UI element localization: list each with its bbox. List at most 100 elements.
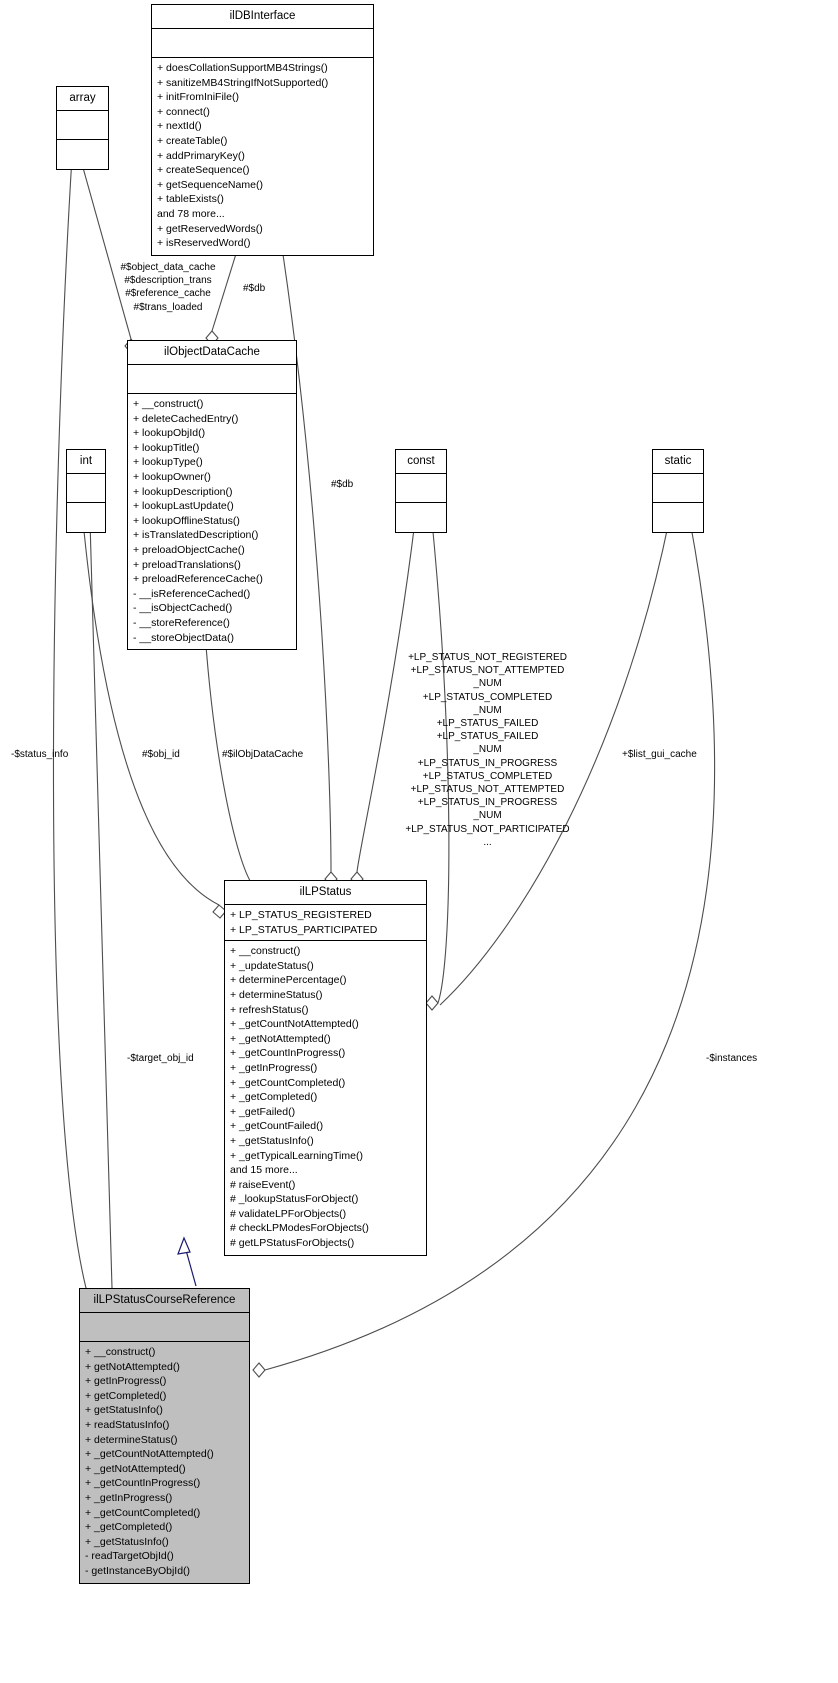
- operation-row: and 78 more...: [157, 207, 225, 220]
- class-operations: + __construct() + deleteCachedEntry() + …: [128, 394, 296, 649]
- operation-row: + _getCountCompleted(): [85, 1506, 201, 1519]
- edge-label-status-info: -$status_info: [11, 749, 69, 760]
- class-operations: + __construct() + _updateStatus() + dete…: [225, 941, 426, 1254]
- operation-row: + __construct(): [230, 945, 301, 958]
- class-attributes: [152, 29, 373, 58]
- operation-row: + determineStatus(): [85, 1433, 178, 1446]
- class-operations: + __construct() + getNotAttempted() + ge…: [80, 1342, 249, 1583]
- operation-row: + _getCompleted(): [230, 1091, 318, 1104]
- operation-row: + preloadObjectCache(): [133, 543, 245, 556]
- operation-row: + _getTypicalLearningTime(): [230, 1149, 363, 1162]
- edge-label-il-obj-data-cache: #$ilObjDataCache: [222, 749, 304, 760]
- operation-row: + getSequenceName(): [157, 178, 263, 191]
- operation-row: + __construct(): [133, 398, 204, 410]
- class-operations: + doesCollationSupportMB4Strings() + san…: [152, 58, 373, 255]
- class-title: ilDBInterface: [152, 5, 373, 29]
- operation-row: + readStatusInfo(): [85, 1418, 170, 1431]
- class-title: ilLPStatus: [225, 881, 426, 905]
- class-box-int[interactable]: int: [66, 449, 106, 533]
- edge-label-obj-id: #$obj_id: [142, 749, 180, 760]
- attribute-row: + LP_STATUS_PARTICIPATED: [230, 923, 378, 936]
- edge-label-list-gui-cache: +$list_gui_cache: [622, 749, 697, 760]
- class-title: array: [57, 87, 108, 111]
- operation-row: + deleteCachedEntry(): [133, 412, 239, 425]
- operation-row: + getNotAttempted(): [85, 1360, 180, 1373]
- operation-row: + sanitizeMB4StringIfNotSupported(): [157, 76, 329, 89]
- class-box-ilobjectdatacache[interactable]: ilObjectDataCache + __construct() + dele…: [127, 340, 297, 651]
- operation-row: - __storeObjectData(): [133, 631, 234, 644]
- operation-row: and 15 more...: [230, 1164, 298, 1177]
- class-attributes: [80, 1313, 249, 1342]
- operation-row: + lookupDescription(): [133, 485, 233, 498]
- class-operations: [57, 140, 108, 169]
- operation-row: + _getCountInProgress(): [85, 1477, 201, 1490]
- operation-row: - readTargetObjId(): [85, 1550, 174, 1563]
- operation-row: + lookupOwner(): [133, 470, 211, 483]
- operation-row: + _getStatusInfo(): [230, 1134, 314, 1147]
- operation-row: + getCompleted(): [85, 1389, 167, 1402]
- operation-row: + lookupTitle(): [133, 441, 200, 454]
- class-attributes: [653, 474, 703, 503]
- operation-row: + lookupType(): [133, 456, 203, 469]
- operation-row: + getStatusInfo(): [85, 1404, 163, 1417]
- operation-row: # checkLPModesForObjects(): [230, 1222, 369, 1235]
- operation-row: + doesCollationSupportMB4Strings(): [157, 62, 328, 74]
- class-title: ilObjectDataCache: [128, 341, 296, 365]
- operation-row: + lookupLastUpdate(): [133, 500, 234, 513]
- attribute-row: + LP_STATUS_REGISTERED: [230, 909, 372, 921]
- operation-row: # validateLPForObjects(): [230, 1207, 347, 1220]
- operation-row: + _getCountCompleted(): [230, 1076, 346, 1089]
- operation-row: + determineStatus(): [230, 988, 323, 1001]
- operation-row: + _updateStatus(): [230, 959, 314, 972]
- operation-row: + _getCompleted(): [85, 1521, 173, 1534]
- operation-row: + isReservedWord(): [157, 237, 251, 250]
- operation-row: # raiseEvent(): [230, 1178, 296, 1191]
- edge-label-db-mid: #$db: [331, 479, 354, 490]
- operation-row: # getLPStatusForObjects(): [230, 1237, 355, 1250]
- class-box-array[interactable]: array: [56, 86, 109, 170]
- operation-row: + _getInProgress(): [85, 1491, 173, 1504]
- operation-row: + determinePercentage(): [230, 974, 347, 987]
- operation-row: + tableExists(): [157, 193, 224, 206]
- class-box-illpstatuscoursereference[interactable]: ilLPStatusCourseReference + __construct(…: [79, 1288, 250, 1584]
- class-operations: [653, 503, 703, 532]
- operation-row: + lookupOfflineStatus(): [133, 514, 240, 527]
- edge-label-const-members: +LP_STATUS_NOT_REGISTERED +LP_STATUS_NOT…: [405, 652, 570, 848]
- operation-row: + isTranslatedDescription(): [133, 529, 259, 542]
- class-attributes: [396, 474, 446, 503]
- operation-row: + __construct(): [85, 1346, 156, 1358]
- operation-row: + preloadTranslations(): [133, 558, 241, 571]
- operation-row: + getReservedWords(): [157, 222, 263, 235]
- operation-row: + preloadReferenceCache(): [133, 573, 263, 586]
- operation-row: + _getNotAttempted(): [85, 1462, 186, 1475]
- operation-row: + initFromIniFile(): [157, 91, 239, 104]
- class-box-ildbinterface[interactable]: ilDBInterface + doesCollationSupportMB4S…: [151, 4, 374, 256]
- operation-row: + refreshStatus(): [230, 1003, 309, 1016]
- operation-row: + _getFailed(): [230, 1105, 296, 1118]
- operation-row: + _getCountNotAttempted(): [85, 1448, 214, 1461]
- operation-row: + createTable(): [157, 134, 228, 147]
- class-box-static[interactable]: static: [652, 449, 704, 533]
- operation-row: - __isReferenceCached(): [133, 587, 251, 600]
- class-title: const: [396, 450, 446, 474]
- operation-row: - __storeReference(): [133, 616, 230, 629]
- edge-label-object-data-cache: #$object_data_cache #$description_trans …: [120, 262, 216, 313]
- operation-row: + _getInProgress(): [230, 1061, 318, 1074]
- class-title: ilLPStatusCourseReference: [80, 1289, 249, 1313]
- class-attributes: [128, 365, 296, 394]
- operation-row: + connect(): [157, 105, 210, 118]
- operation-row: - getInstanceByObjId(): [85, 1564, 191, 1577]
- operation-row: + nextId(): [157, 120, 202, 133]
- class-operations: [67, 503, 105, 532]
- edge-label-target-obj-id: -$target_obj_id: [127, 1053, 194, 1064]
- operation-row: + addPrimaryKey(): [157, 149, 245, 162]
- class-box-const[interactable]: const: [395, 449, 447, 533]
- class-operations: [396, 503, 446, 532]
- class-title: static: [653, 450, 703, 474]
- class-attributes: [57, 111, 108, 140]
- operation-row: # _lookupStatusForObject(): [230, 1193, 359, 1206]
- class-box-illpstatus[interactable]: ilLPStatus + LP_STATUS_REGISTERED + LP_S…: [224, 880, 427, 1256]
- operation-row: + lookupObjId(): [133, 427, 206, 440]
- edge-label-instances: -$instances: [706, 1053, 758, 1064]
